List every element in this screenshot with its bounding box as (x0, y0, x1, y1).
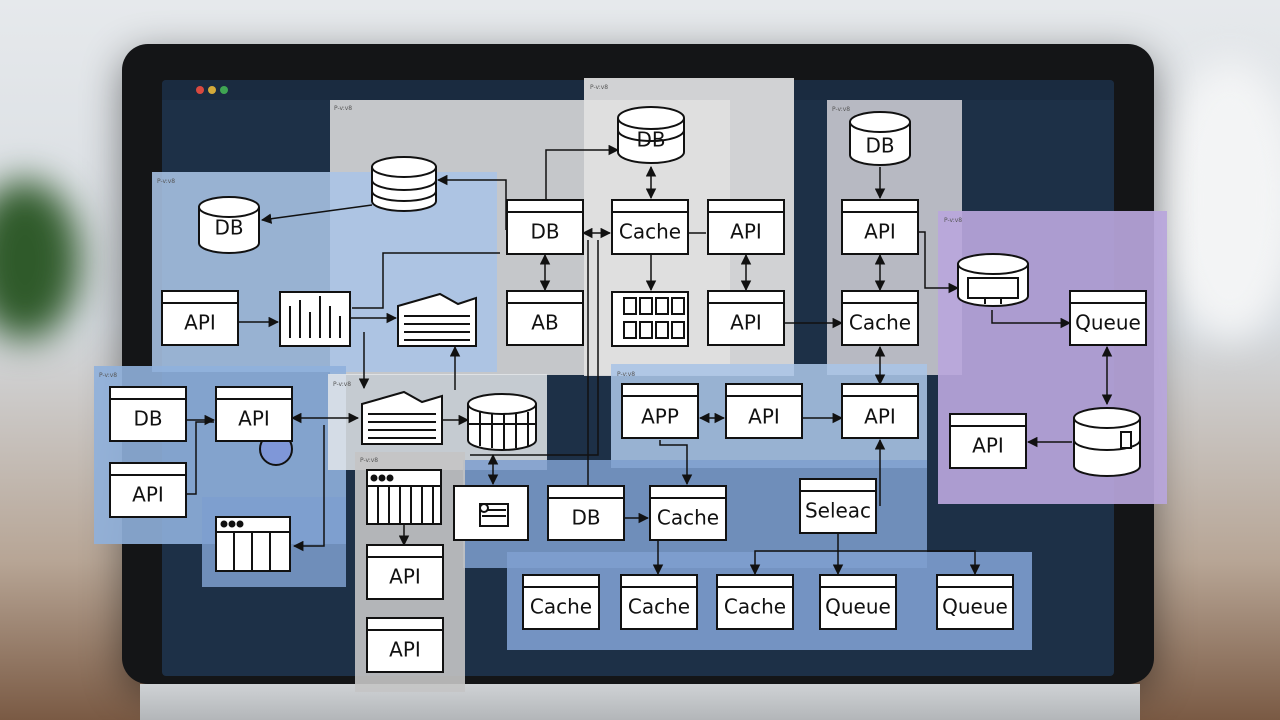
node-label: Queue (825, 595, 891, 619)
db-cylinder-top-right[interactable]: DB (849, 111, 911, 166)
node-label: AB (531, 311, 558, 335)
api-node[interactable]: API (109, 462, 187, 518)
api-node[interactable]: API (841, 199, 919, 255)
connector (470, 240, 599, 456)
cache-node[interactable]: Cache (716, 574, 794, 630)
connector (838, 550, 981, 576)
node-label: API (730, 311, 762, 335)
node-label: DB (214, 216, 243, 240)
cache-node[interactable]: Cache (841, 290, 919, 346)
api-node[interactable]: API (707, 290, 785, 346)
queue-node[interactable]: Queue (819, 574, 897, 630)
db-cylinder-lower-right[interactable] (1073, 407, 1141, 477)
api-node[interactable]: API (841, 383, 919, 439)
connector (292, 425, 325, 552)
node-label: DB (571, 506, 600, 530)
disk-cylinder-right[interactable] (957, 253, 1029, 307)
node-label: Cache (619, 220, 681, 244)
api-node[interactable]: API (725, 383, 803, 439)
table-window-icon[interactable] (215, 516, 291, 572)
bar-chart-icon[interactable] (279, 291, 351, 347)
table-window-icon[interactable] (366, 469, 442, 525)
api-node[interactable]: API (161, 290, 239, 346)
db-cylinder-left[interactable]: DB (198, 196, 260, 254)
node-label: API (972, 434, 1004, 458)
db-cylinder-stack[interactable] (371, 156, 437, 212)
api-node[interactable]: API (366, 617, 444, 673)
seleac-node[interactable]: Seleac (799, 478, 877, 534)
api-node[interactable]: API (949, 413, 1027, 469)
panel-label: P-v:v8 (157, 178, 175, 185)
document-icon[interactable] (361, 390, 443, 445)
api-node[interactable]: API (707, 199, 785, 255)
window-dot-yellow-icon[interactable] (208, 86, 216, 94)
connector (545, 144, 620, 200)
panel-label: P-v:v8 (832, 106, 850, 113)
node-label: Cache (657, 506, 719, 530)
node-label: Cache (530, 595, 592, 619)
panel-label: P-v:v8 (334, 105, 352, 112)
panel-labels: P-v:v8 P-v:v8 P-v:v8 P-v:v8 P-v:v8 P-v:v… (99, 84, 962, 464)
node-label: DB (636, 128, 665, 152)
node-label: API (864, 220, 896, 244)
node-label: DB (133, 407, 162, 431)
cache-node[interactable]: Cache (620, 574, 698, 630)
node-label: DB (530, 220, 559, 244)
db-cylinder-top-center[interactable]: DB (617, 106, 685, 164)
queue-node[interactable]: Queue (936, 574, 1014, 630)
cache-node[interactable]: Cache (611, 199, 689, 255)
ab-node[interactable]: AB (506, 290, 584, 346)
node-label: APP (641, 405, 679, 429)
db-cylinder-center[interactable] (467, 393, 537, 451)
db-node[interactable]: DB (109, 386, 187, 442)
connectors (186, 144, 1113, 576)
node-label: API (238, 407, 270, 431)
app-node[interactable]: APP (621, 383, 699, 439)
connector (352, 252, 500, 309)
api-node[interactable]: API (215, 386, 293, 442)
window-dot-red-icon[interactable] (196, 86, 204, 94)
api-node[interactable]: API (366, 544, 444, 600)
node-label: Seleac (805, 499, 871, 523)
node-label: Cache (724, 595, 786, 619)
panel-label: P-v:v8 (333, 381, 351, 388)
node-label: API (389, 565, 421, 589)
background-window-blur (1160, 60, 1280, 340)
node-label: DB (865, 134, 894, 158)
connector (260, 204, 373, 224)
connector (918, 231, 960, 294)
node-label: API (864, 405, 896, 429)
window-dot-green-icon[interactable] (220, 86, 228, 94)
node-label: Cache (849, 311, 911, 335)
monitor-stand (140, 684, 1140, 720)
panel-label: P-v:v8 (617, 371, 635, 378)
server-icon[interactable] (453, 485, 529, 541)
connector (749, 533, 839, 576)
node-label: Queue (1075, 311, 1141, 335)
node-label: API (748, 405, 780, 429)
grid-icon[interactable] (611, 291, 689, 347)
panel-label: P-v:v8 (99, 372, 117, 379)
queue-node[interactable]: Queue (1069, 290, 1147, 346)
document-icon[interactable] (397, 292, 477, 347)
db-node[interactable]: DB (506, 199, 584, 255)
cache-node[interactable]: Cache (649, 485, 727, 541)
node-label: API (184, 311, 216, 335)
panel-label: P-v:v8 (360, 457, 378, 464)
node-label: Queue (942, 595, 1008, 619)
panel-label: P-v:v8 (944, 217, 962, 224)
node-label: API (132, 483, 164, 507)
node-label: API (389, 638, 421, 662)
node-label: Cache (628, 595, 690, 619)
connector (991, 310, 1072, 329)
panel-label: P-v:v8 (590, 84, 608, 91)
node-label: API (730, 220, 762, 244)
db-node[interactable]: DB (547, 485, 625, 541)
connector (659, 440, 693, 486)
labeled-boxes: DB Cache API API API AB API Cache Queue … (109, 199, 1147, 673)
cache-node[interactable]: Cache (522, 574, 600, 630)
connector (186, 421, 214, 495)
cylinders: DB DB DB (198, 106, 1141, 477)
